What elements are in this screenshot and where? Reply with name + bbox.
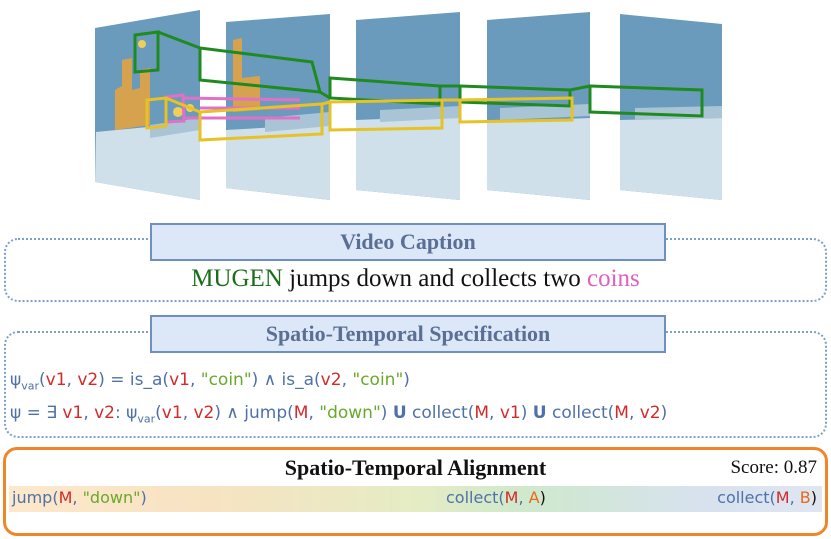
coin-track [145, 96, 574, 142]
caption-title: Video Caption [150, 223, 666, 261]
alignment-action-collect-b: collect(M, B) [717, 488, 817, 507]
alignment-panel [3, 447, 828, 536]
specification-title: Spatio-Temporal Specification [150, 315, 666, 353]
alignment-title: Spatio-Temporal Alignment [284, 455, 547, 480]
video-frame-5 [620, 14, 722, 200]
alignment-action-jump: jump(M, "down") [12, 488, 147, 507]
alignment-action-collect-a: collect(M, A) [446, 488, 546, 507]
caption-object: coins [587, 265, 640, 292]
mugen-track [133, 30, 704, 118]
formula-psi-var: ψvar(v1, v2) = is_a(v1, "coin") ∧ is_a(v… [10, 370, 410, 393]
caption-subject: MUGEN [191, 265, 283, 292]
video-frames [95, 10, 722, 200]
alignment-timeline-bar [9, 486, 822, 512]
caption-middle: jumps down and collects two [282, 265, 588, 292]
video-frame-3 [356, 12, 460, 200]
alignment-score: Score: 0.87 [730, 457, 817, 478]
caption-text: MUGEN jumps down and collects two coins [0, 265, 831, 293]
video-frame-4 [487, 12, 590, 200]
formula-psi: ψ = ∃ v1, v2: ψvar(v1, v2) ∧ jump(M, "do… [10, 403, 668, 426]
